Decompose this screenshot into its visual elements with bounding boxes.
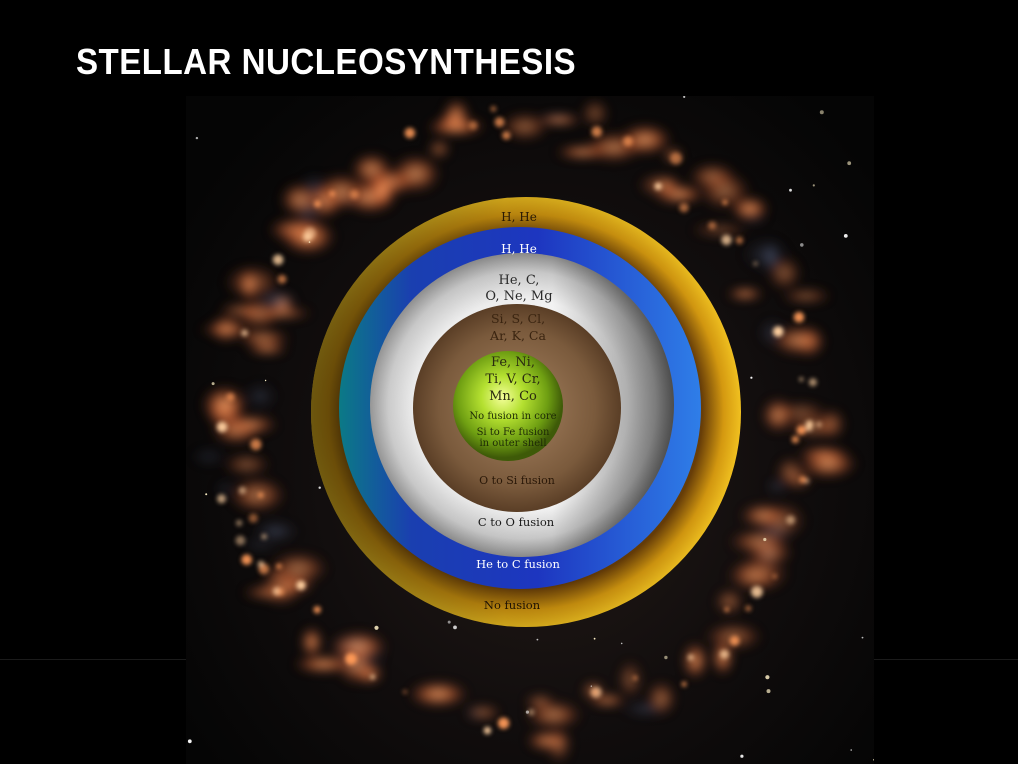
nebula-ring-image <box>187 96 874 764</box>
nebula-photo <box>186 96 874 764</box>
divider-line-left <box>0 659 186 660</box>
divider-line-right <box>874 659 1018 660</box>
slide-title: STELLAR NUCLEOSYNTHESIS <box>76 41 577 82</box>
